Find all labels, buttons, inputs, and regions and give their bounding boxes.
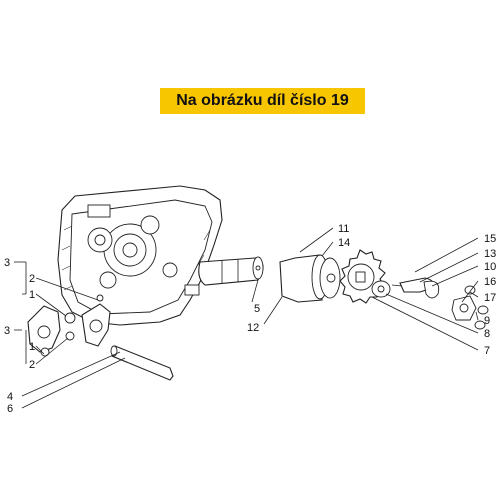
part-number-banner: Na obrázku díl číslo 19	[160, 88, 365, 114]
camshaft-drawing	[198, 256, 264, 286]
cylinder-head-drawing	[57, 185, 223, 326]
callout-17: 17	[484, 292, 496, 304]
callout-14: 14	[338, 237, 350, 249]
sprocket-assembly-drawing	[279, 249, 391, 304]
callout-7: 7	[484, 345, 490, 357]
callout-3-upper: 3	[4, 257, 10, 269]
callout-12: 12	[247, 322, 259, 334]
banner-text: Na obrázku díl číslo 19	[176, 92, 349, 109]
callout-11: 11	[338, 223, 349, 235]
decompressor-drawing	[391, 277, 489, 330]
callout-1-lower: 1	[29, 341, 35, 353]
callout-13: 13	[484, 248, 496, 260]
callout-6: 6	[7, 403, 13, 415]
callout-10: 10	[484, 261, 496, 273]
callout-2-upper: 2	[29, 273, 35, 285]
callout-16: 16	[484, 276, 496, 288]
callout-1-upper: 1	[29, 289, 35, 301]
rocker-arms-drawing	[27, 294, 174, 381]
leader-lines	[14, 227, 479, 409]
callout-5: 5	[254, 303, 260, 315]
callout-15: 15	[484, 233, 496, 245]
callout-9: 9	[484, 315, 490, 327]
callout-4: 4	[7, 391, 13, 403]
callout-8: 8	[484, 328, 490, 340]
callout-labels: 11 14 5 12 15 13 10 16 17 9 8 7 3 2 1 3 …	[4, 223, 496, 415]
callout-3-lower: 3	[4, 325, 10, 337]
callout-2-lower: 2	[29, 359, 35, 371]
